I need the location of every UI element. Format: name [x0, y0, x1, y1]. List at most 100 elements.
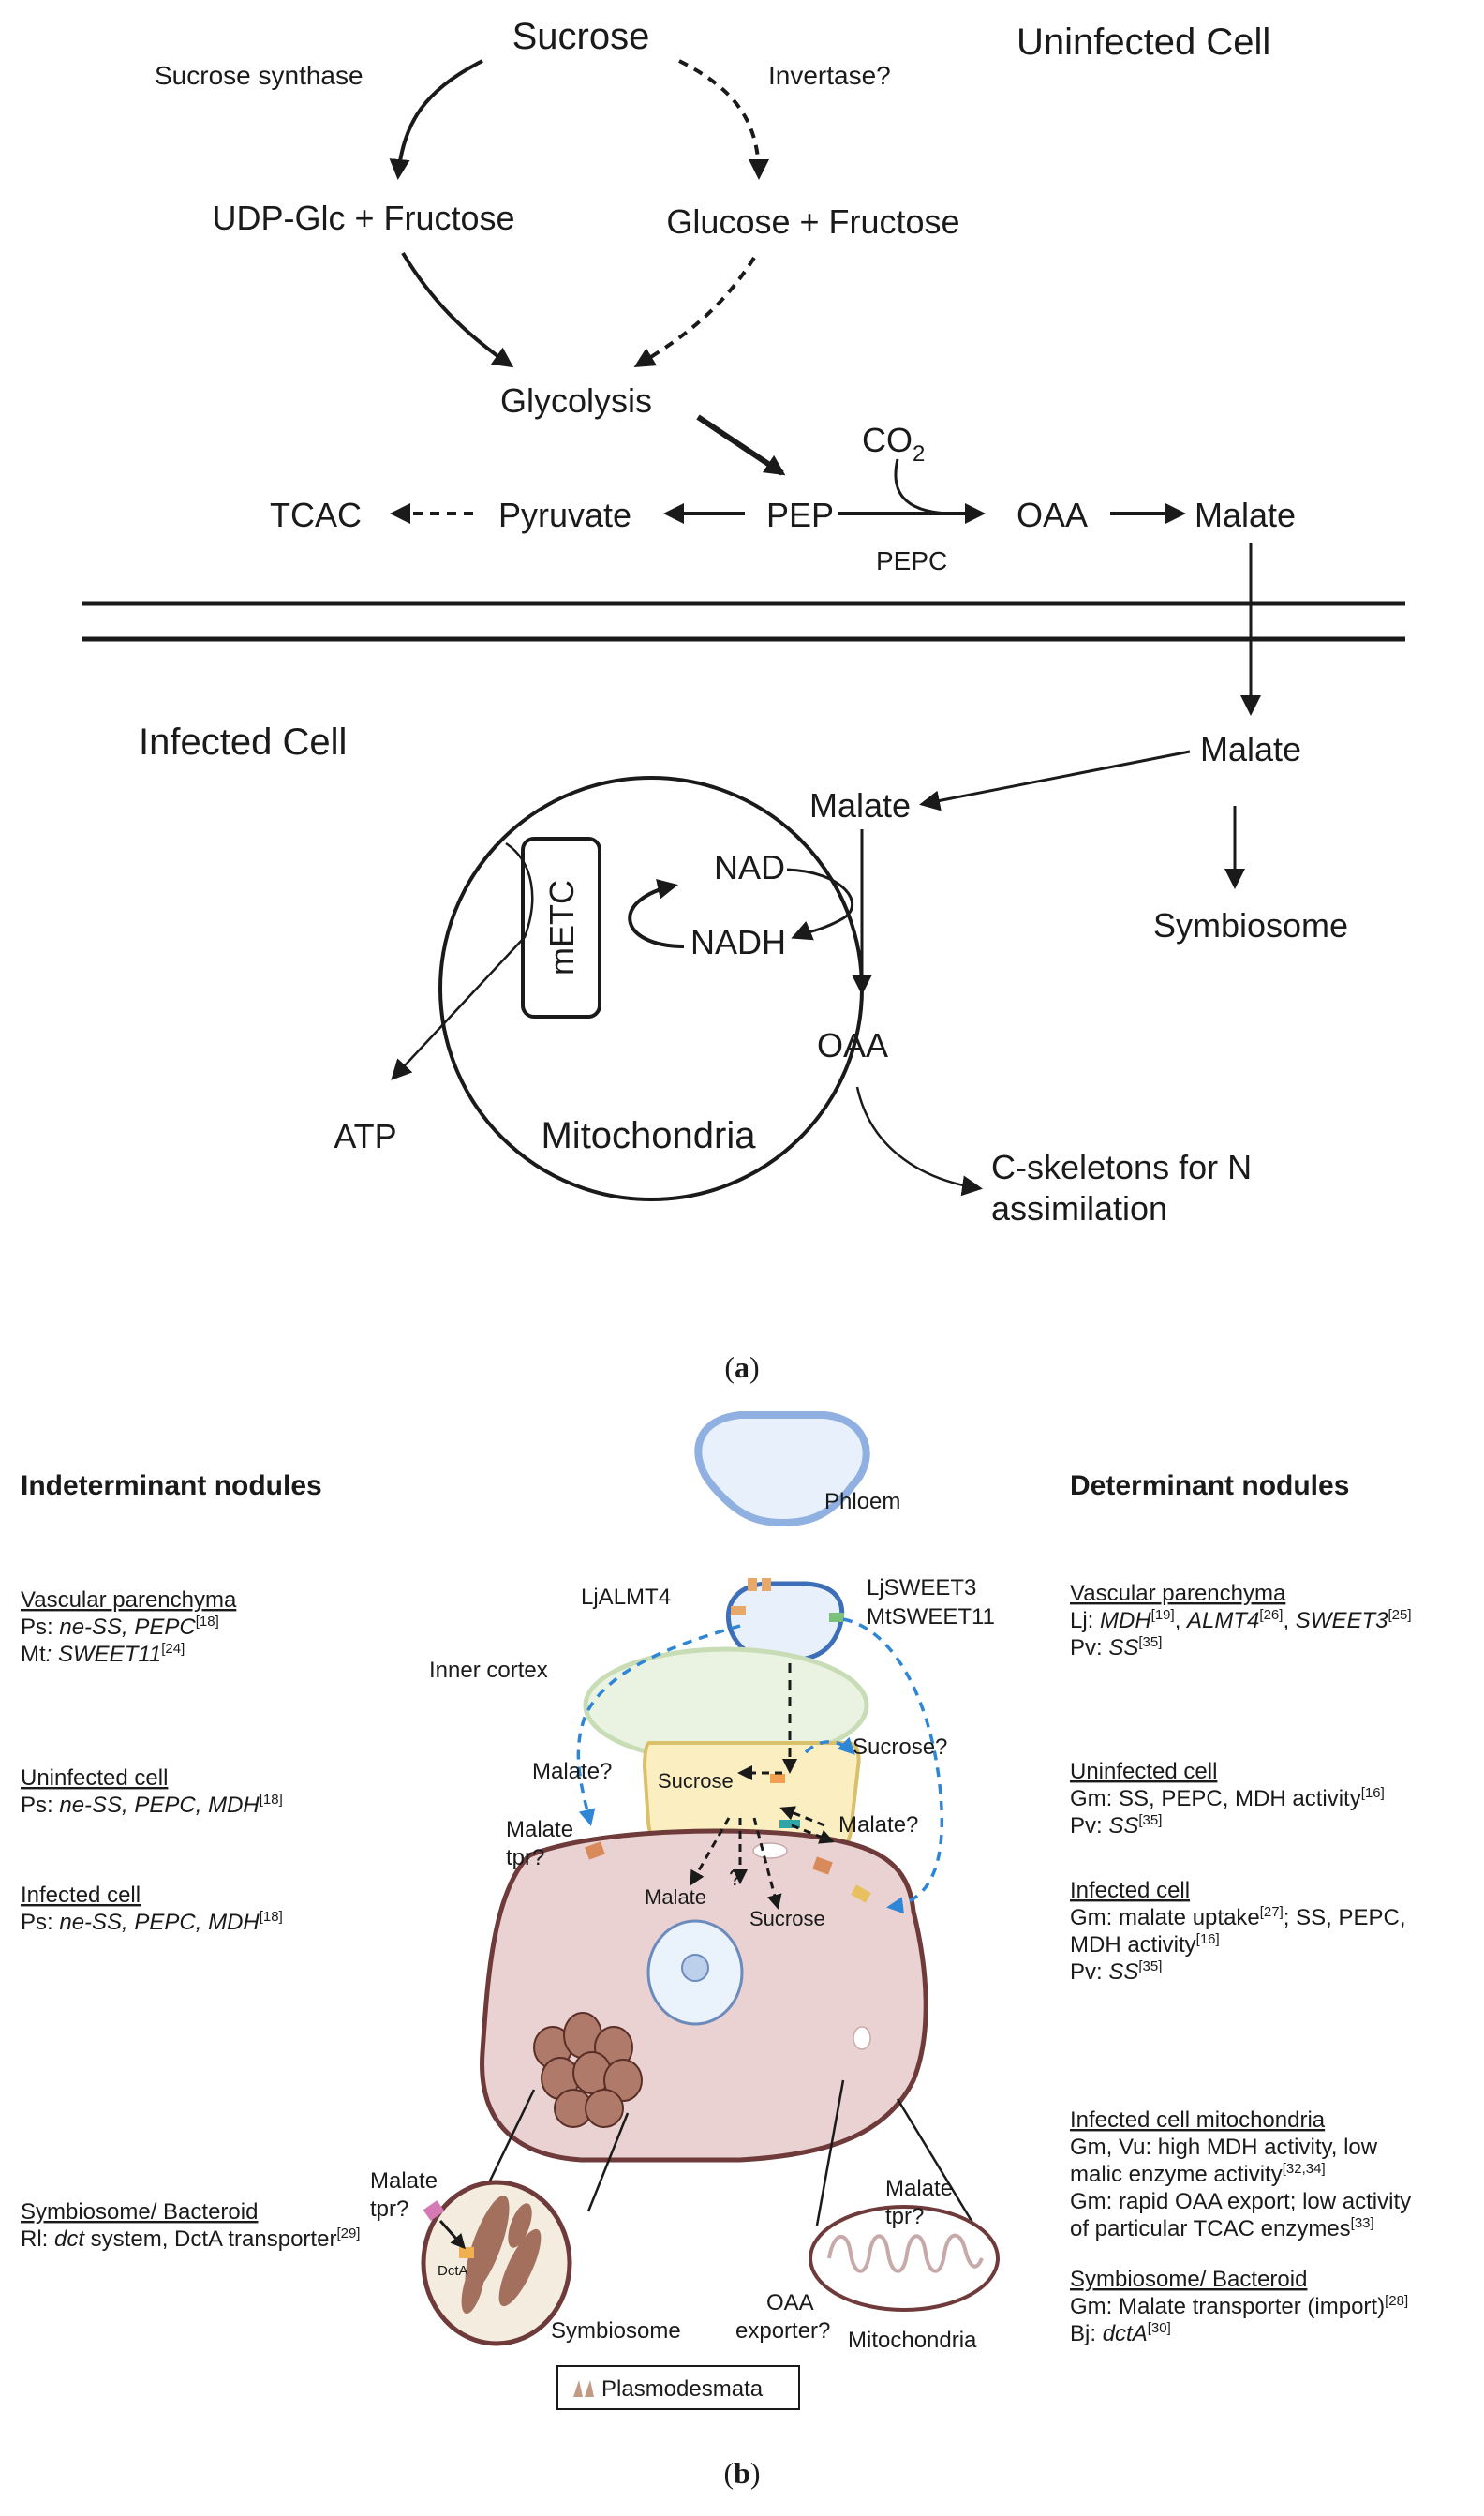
arrow-nadh-to-nad — [628, 879, 685, 948]
right-vp-head: Vascular parenchyma — [1070, 1581, 1286, 1606]
label-pep: PEP — [766, 496, 834, 534]
right-mito-line3: Gm: rapid OAA export; low activity — [1070, 2189, 1411, 2214]
label-glycolysis: Glycolysis — [500, 381, 652, 420]
left-column: Indeterminant nodules Vascular parenchym… — [21, 1470, 360, 2252]
label-malate-tpr-line1: Malate — [506, 1817, 573, 1842]
label-atp: ATP — [334, 1117, 396, 1155]
label-cskeletons-line2: assimilation — [991, 1189, 1167, 1228]
mitochondria-cristae — [827, 2233, 984, 2273]
arrow-to-sucrose-inner — [752, 1817, 782, 1910]
malate-tpr-transporter — [585, 1841, 605, 1860]
label-glucose-fructose: Glucose + Fructose — [666, 202, 959, 241]
small-mito-icon — [752, 1842, 788, 1859]
label-nad: NAD — [714, 848, 785, 886]
label-malate-tpr-line2: tpr? — [506, 1845, 544, 1870]
label-malate-q-left: Malate? — [532, 1759, 612, 1784]
phloem-transporter-2 — [762, 1578, 771, 1591]
label-co2: CO2 — [862, 421, 925, 467]
label-symbiosome: Symbiosome — [1153, 906, 1348, 945]
arrow-glycolysis-to-pep — [696, 414, 786, 476]
small-mito-icon-2 — [853, 2026, 871, 2050]
right-vp-lj: Lj: MDH[19], ALMT4[26], SWEET3[25] — [1070, 1607, 1412, 1633]
left-uc-head: Uninfected cell — [21, 1765, 168, 1791]
left-vp-ps: Ps: ne-SS, PEPC[18] — [21, 1614, 219, 1640]
zoom-line-mito-right — [896, 2098, 976, 2226]
left-title: Indeterminant nodules — [21, 1470, 322, 1501]
right-title: Determinant nodules — [1070, 1470, 1349, 1501]
right-mito-line2: malic enzyme activity[32,34] — [1070, 2161, 1326, 2187]
label-malate-mito: Malate — [809, 786, 911, 825]
right-sb-head: Symbiosome/ Bacteroid — [1070, 2267, 1307, 2292]
label-malate-right: Malate — [1200, 730, 1301, 768]
label-mitochondria: Mitochondria — [541, 1115, 756, 1156]
label-malate-inner: Malate — [645, 1885, 706, 1909]
label-tcac: TCAC — [270, 496, 362, 534]
ljalmt4-transporter — [731, 1606, 746, 1615]
label-malate-q-mid: Malate? — [838, 1812, 918, 1838]
label-oaa-mito: OAA — [817, 1026, 888, 1064]
arrow-sucrose-to-glucose — [678, 59, 769, 180]
right-mito-line1: Gm, Vu: high MDH activity, low — [1070, 2135, 1378, 2160]
label-oaa-exporter-line2: exporter? — [735, 2318, 830, 2344]
right-ic-pv: Pv: SS[35] — [1070, 1958, 1162, 1985]
zoom-line-mito-left — [815, 2079, 845, 2226]
symbiosome-cluster — [533, 2012, 643, 2128]
symbiosome-membrane-transporter — [423, 2200, 445, 2221]
arrow-malate-q-out — [791, 1824, 835, 1844]
label-sucrose-synthase: Sucrose synthase — [155, 61, 364, 90]
right-mito-line4: of particular TCAC enzymes[33] — [1070, 2215, 1374, 2241]
arrow-udp-to-glycolysis — [401, 251, 514, 368]
label-nadh: NADH — [690, 923, 786, 961]
left-sb-rl: Rl: dct system, DctA transporter[29] — [21, 2226, 360, 2252]
label-oaa-exporter-line1: OAA — [766, 2290, 814, 2315]
label-infected-cell: Infected Cell — [139, 722, 347, 763]
left-ic-head: Infected cell — [21, 1883, 141, 1908]
right-mito-head: Infected cell mitochondria — [1070, 2107, 1326, 2133]
right-column: Determinant nodules Vascular parenchyma … — [1070, 1470, 1412, 2346]
label-sucrose: Sucrose — [512, 16, 650, 57]
legend-box — [556, 2365, 800, 2410]
arrow-oaa-to-cskeletons — [855, 1086, 983, 1197]
phloem-transporter-1 — [748, 1578, 757, 1591]
uninfected-transporter-1 — [770, 1774, 785, 1783]
label-malate-top: Malate — [1195, 496, 1296, 534]
arrow-malate-into-symbiosome — [438, 2220, 466, 2250]
label-sucrose-q: Sucrose? — [853, 1734, 947, 1760]
label-cskeletons-line1: C-skeletons for N — [991, 1148, 1252, 1186]
uninfected-transporter-2 — [779, 1820, 800, 1828]
right-uc-head: Uninfected cell — [1070, 1759, 1217, 1784]
zoom-line-symbiosome-right — [586, 2112, 630, 2212]
arrow-co2-join — [894, 458, 947, 515]
right-ic-gm1: Gm: malate uptake[27]; SS, PEPC, — [1070, 1904, 1406, 1930]
legend-plasmodesmata: Plasmodesmata — [601, 2376, 764, 2402]
arrow-malate-to-mito — [919, 750, 1191, 811]
plasmodesmata-icon — [573, 2380, 594, 2397]
label-ljalmt4: LjALMT4 — [581, 1585, 671, 1610]
label-uninfected-cell: Uninfected Cell — [1017, 22, 1270, 63]
left-uc-ps: Ps: ne-SS, PEPC, MDH[18] — [21, 1792, 283, 1818]
label-malate-tpr-left-line1: Malate — [370, 2168, 438, 2194]
left-vp-mt: Mt: SWEET11[24] — [21, 1641, 185, 1667]
right-uc-pv: Pv: SS[35] — [1070, 1812, 1162, 1839]
label-invertase: Invertase? — [768, 61, 891, 90]
arrow-blue-sucrose-right — [842, 1617, 944, 1914]
label-malate-tpr-right-line2: tpr? — [885, 2204, 924, 2229]
left-ic-ps: Ps: ne-SS, PEPC, MDH[18] — [21, 1909, 283, 1935]
symbiosome-detail — [421, 2180, 572, 2346]
label-malate-tpr-right-line1: Malate — [885, 2176, 953, 2201]
label-question: ? — [729, 1866, 741, 1891]
label-inner-cortex: Inner cortex — [429, 1658, 548, 1683]
left-vp-head: Vascular parenchyma — [21, 1587, 237, 1613]
panel-a: Sucrose Uninfected Cell Sucrose synthase… — [82, 16, 1405, 1384]
label-sucrose-inner: Sucrose — [749, 1907, 825, 1930]
arrow-blue-short — [804, 1736, 855, 1755]
label-malate-tpr-left-line2: tpr? — [370, 2196, 408, 2222]
arrow-sucrose-to-udp — [389, 59, 483, 180]
arrow-nad-to-nadh — [786, 868, 854, 941]
label-mitochondria-b: Mitochondria — [848, 2328, 977, 2353]
right-uc-gm: Gm: SS, PEPC, MDH activity[16] — [1070, 1785, 1385, 1811]
mitochondria-detail — [809, 2205, 1000, 2312]
caption-b: (b) — [723, 2456, 760, 2490]
